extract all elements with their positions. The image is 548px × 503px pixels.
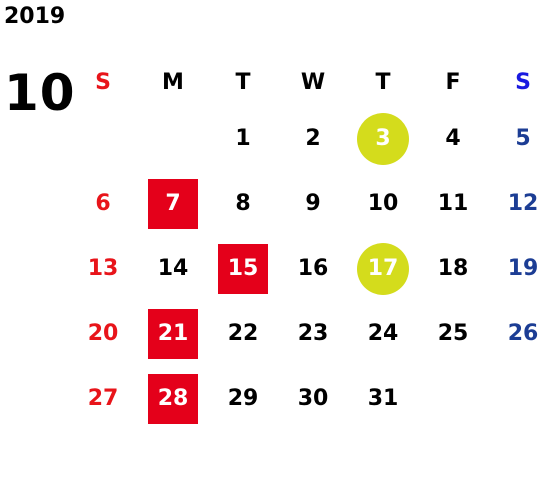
day-cell-highlighted[interactable]: 3	[348, 106, 418, 171]
day-cell-highlighted[interactable]: 28	[138, 366, 208, 431]
calendar-grid: S M T W T F S 1 2 3 4 5 6 7 8 9 10 11 12…	[68, 58, 548, 431]
day-cell-saturday[interactable]: 5	[515, 126, 531, 151]
day-cell-sunday[interactable]: 6	[95, 191, 111, 216]
weekday-wed: W	[300, 69, 326, 95]
day-cell[interactable]: 9	[305, 191, 321, 216]
day-cell[interactable]: 10	[367, 191, 399, 216]
weekday-sun: S	[95, 69, 111, 95]
day-cell[interactable]: 22	[227, 321, 259, 346]
day-cell-highlighted[interactable]: 15	[208, 236, 278, 301]
day-cell[interactable]: 25	[437, 321, 469, 346]
weekday-tue: T	[235, 69, 251, 95]
day-cell-empty	[68, 106, 138, 171]
day-cell-highlighted[interactable]: 21	[138, 301, 208, 366]
day-cell[interactable]: 16	[297, 256, 329, 281]
day-cell-sunday[interactable]: 13	[87, 256, 119, 281]
day-cell[interactable]: 18	[437, 256, 469, 281]
month-number: 10	[4, 64, 76, 122]
day-cell[interactable]: 14	[157, 256, 189, 281]
day-cell-highlighted[interactable]: 17	[348, 236, 418, 301]
day-cell-sunday[interactable]: 20	[87, 321, 119, 346]
weekday-sat: S	[515, 69, 531, 95]
day-cell-saturday[interactable]: 19	[507, 256, 539, 281]
year-label: 2019	[4, 4, 66, 29]
day-cell-empty	[418, 366, 488, 431]
day-cell[interactable]: 23	[297, 321, 329, 346]
day-cell[interactable]: 31	[367, 386, 399, 411]
day-cell[interactable]: 8	[235, 191, 251, 216]
day-cell[interactable]: 1	[235, 126, 251, 151]
red-square-badge: 21	[148, 308, 198, 359]
day-cell-empty	[138, 106, 208, 171]
weekday-mon: M	[162, 69, 184, 95]
day-cell-sunday[interactable]: 27	[87, 386, 119, 411]
day-cell[interactable]: 30	[297, 386, 329, 411]
day-cell-highlighted[interactable]: 7	[138, 171, 208, 236]
day-cell-empty	[488, 366, 548, 431]
day-cell[interactable]: 29	[227, 386, 259, 411]
day-cell-saturday[interactable]: 26	[507, 321, 539, 346]
weekday-thu: T	[375, 69, 391, 95]
red-square-badge: 7	[148, 178, 198, 229]
red-square-badge: 28	[148, 373, 198, 424]
day-cell[interactable]: 11	[437, 191, 469, 216]
day-cell[interactable]: 2	[305, 126, 321, 151]
day-cell-saturday[interactable]: 12	[507, 191, 539, 216]
day-cell[interactable]: 24	[367, 321, 399, 346]
weekday-fri: F	[445, 69, 461, 95]
yellow-circle-badge: 3	[357, 112, 409, 165]
day-cell[interactable]: 4	[445, 126, 461, 151]
red-square-badge: 15	[218, 243, 268, 294]
yellow-circle-badge: 17	[357, 242, 409, 295]
